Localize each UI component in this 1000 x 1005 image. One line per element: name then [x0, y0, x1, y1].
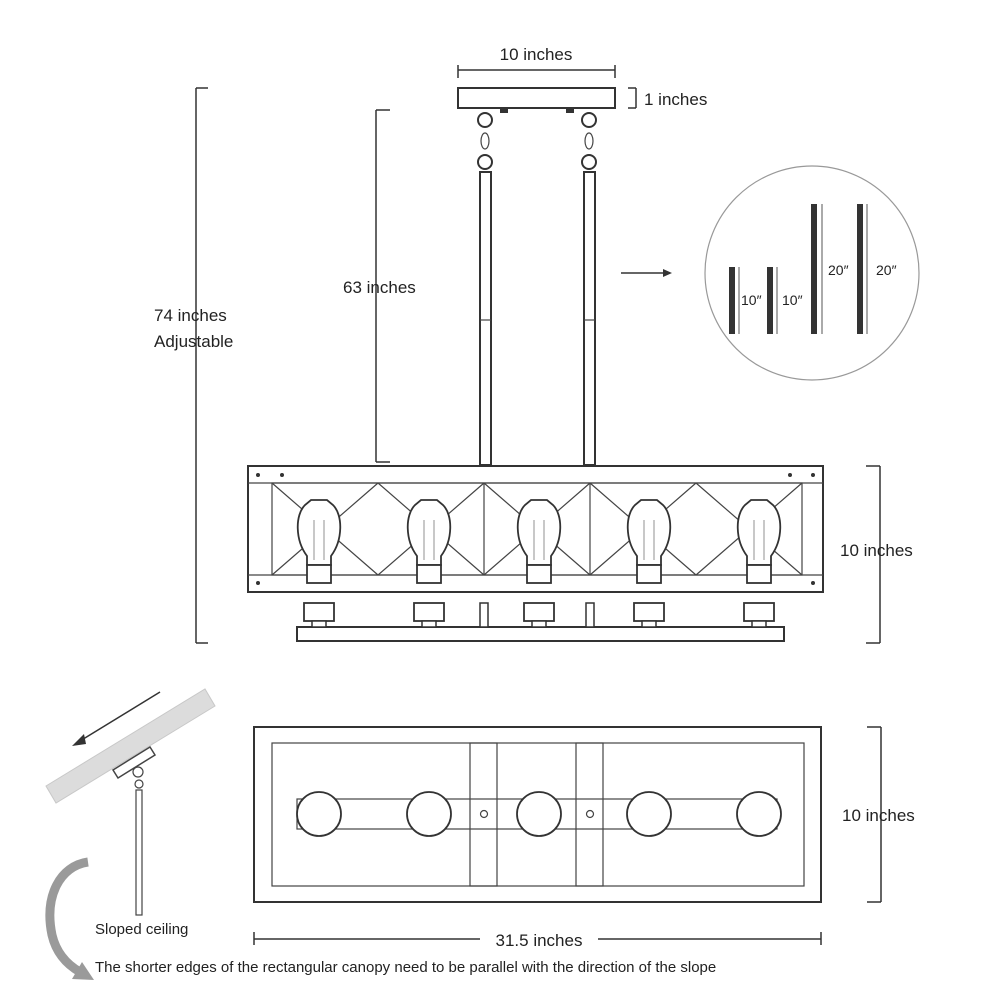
side-view-bulbs: [296, 499, 782, 628]
edison-bulb: [736, 499, 782, 628]
hanging-rods: [479, 171, 596, 466]
edison-bulb: [516, 499, 562, 628]
fixture-side-view: [247, 465, 824, 642]
canopy-width-label: 10 inches: [500, 45, 573, 64]
slope-arrow-icon: [72, 734, 86, 746]
installation-instruction: The shorter edges of the rectangular can…: [95, 959, 716, 976]
sloped-ceiling-illustration: Sloped ceiling: [45, 688, 216, 980]
rod-options-detail: 10″ 10″ 20″ 20″: [621, 165, 920, 381]
fixture-top-view: [253, 726, 822, 903]
rod-10-label-a: 10″: [741, 292, 762, 308]
edison-bulb: [626, 499, 672, 628]
edison-bulb: [296, 499, 342, 628]
fixture-length-label: 31.5 inches: [496, 931, 583, 950]
total-height-label: 74 inches: [154, 306, 227, 325]
canopy-height-dimension: 1 inches: [628, 87, 707, 109]
total-height-dimension: 74 inches Adjustable: [154, 87, 233, 644]
fixture-height-label: 10 inches: [840, 541, 913, 560]
arrow-right-icon: [663, 269, 672, 277]
rod-length-dimension: 63 inches: [343, 109, 416, 463]
edison-bulb: [406, 499, 452, 628]
bulb-top: [406, 791, 452, 837]
center-connector: [479, 602, 489, 628]
fixture-height-dimension: 10 inches: [840, 465, 913, 644]
rod-20-label-b: 20″: [876, 262, 897, 278]
rod-10-label-b: 10″: [782, 292, 803, 308]
bulb-top: [296, 791, 342, 837]
bulb-top: [626, 791, 672, 837]
bulb-top: [736, 791, 782, 837]
sloped-ceiling-label: Sloped ceiling: [95, 921, 188, 938]
canopy: [457, 87, 616, 170]
canopy-height-label: 1 inches: [644, 90, 707, 109]
top-view-bulbs: [296, 791, 782, 837]
center-connector: [585, 602, 595, 628]
curved-arrow-icon: [45, 857, 89, 976]
fixture-length-dimension: 31.5 inches: [253, 931, 822, 950]
canopy-width-dimension: 10 inches: [457, 45, 616, 78]
fixture-depth-dimension: 10 inches: [842, 726, 915, 903]
rod-length-label: 63 inches: [343, 278, 416, 297]
sloped-canopy: [111, 745, 157, 780]
adjustable-label: Adjustable: [154, 332, 233, 351]
bulb-top: [516, 791, 562, 837]
fixture-depth-label: 10 inches: [842, 806, 915, 825]
rod-20-label-a: 20″: [828, 262, 849, 278]
